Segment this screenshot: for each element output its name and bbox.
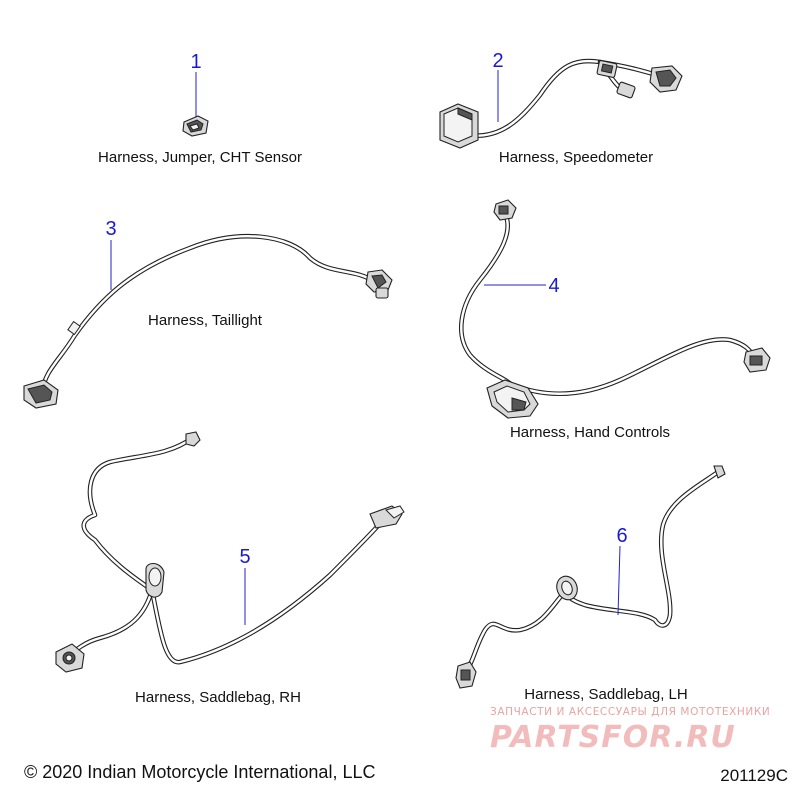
part-4-drawing xyxy=(458,199,771,419)
speedometer-small-connector xyxy=(616,81,636,99)
part-6-number: 6 xyxy=(616,525,627,547)
part-2-label: Harness, Speedometer xyxy=(499,149,653,166)
part-2-number: 2 xyxy=(492,50,503,72)
part-1-label: Harness, Jumper, CHT Sensor xyxy=(98,149,302,166)
part-1-number: 1 xyxy=(190,51,201,73)
figure-code: 201129C xyxy=(720,766,788,785)
part-1-drawing xyxy=(182,72,209,137)
part-3-label: Harness, Taillight xyxy=(148,312,263,329)
part-6-label: Harness, Saddlebag, LH xyxy=(524,686,687,703)
part-3-drawing xyxy=(23,233,393,409)
watermark-brand: PARTSFOR.RU xyxy=(490,720,736,755)
watermark-tagline: ЗАПЧАСТИ И АКСЕССУАРЫ ДЛЯ МОТОТЕХНИКИ xyxy=(490,706,771,718)
part-5-drawing xyxy=(55,431,405,673)
part-5-label: Harness, Saddlebag, RH xyxy=(135,689,301,706)
saddlebag-rh-top-connector xyxy=(185,431,201,447)
saddlebag-lh-top-connector xyxy=(713,465,726,479)
part-4-label: Harness, Hand Controls xyxy=(510,424,670,441)
part-2-drawing xyxy=(439,58,683,149)
part-5-number: 5 xyxy=(239,546,250,568)
part-4-number: 4 xyxy=(548,275,559,297)
copyright-notice: © 2020 Indian Motorcycle International, … xyxy=(24,762,376,782)
part-3-number: 3 xyxy=(105,218,116,240)
part-6-drawing xyxy=(455,465,726,689)
